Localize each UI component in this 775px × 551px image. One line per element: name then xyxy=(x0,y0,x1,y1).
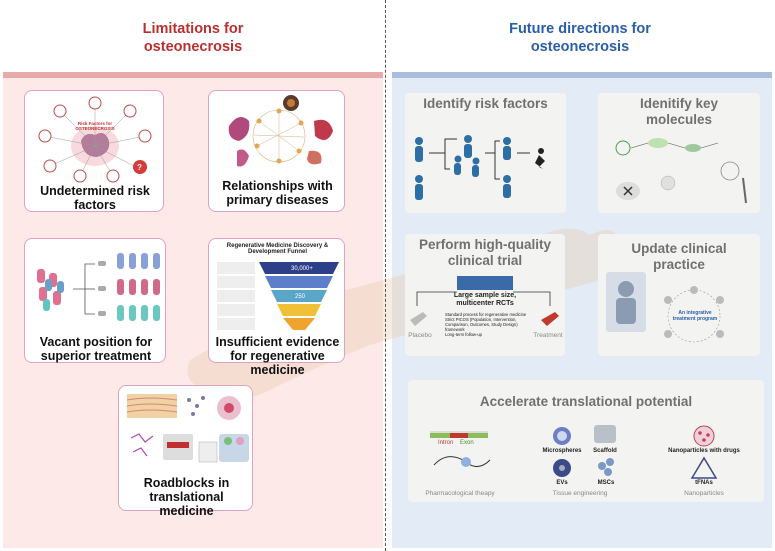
card-identify-risk: Identify risk factors xyxy=(405,93,566,213)
nano-caption: Nanoparticles xyxy=(684,490,724,497)
card-title: Insufficient evidence for regenerative m… xyxy=(215,335,340,377)
card-accelerate: Accelerate translational potential Intro… xyxy=(408,380,764,502)
card-clinical-trial: Perform high-quality clinical trial Larg… xyxy=(405,234,565,356)
development-funnel: 30,000+ 250 xyxy=(217,262,339,330)
card-title: Identify risk factors xyxy=(423,96,548,111)
card-title: Roadblocks in translational medicine xyxy=(143,476,230,518)
translational-illustration xyxy=(126,394,249,463)
placebo-label: Placebo xyxy=(408,332,432,339)
card-regenerative: Regenerative Medicine Discovery & Develo… xyxy=(208,238,345,377)
card-title: Vacant position for superior treatment xyxy=(39,335,153,363)
right-header: Future directions for osteonecrosis xyxy=(509,21,651,55)
risk-factors-illustration: ? xyxy=(38,96,152,183)
microspheres-label: Microspheres xyxy=(542,448,582,454)
right-band xyxy=(392,72,772,79)
funnel-level-1: 30,000+ xyxy=(291,266,313,272)
card-title: Perform high-quality clinical trial xyxy=(418,237,551,268)
svg-text:?: ? xyxy=(137,163,142,172)
trial-bullets: Standard process for regenerative medici… xyxy=(445,312,527,337)
evs-label: EVs xyxy=(556,480,568,486)
card-relationships: Relationships with primary diseases xyxy=(208,90,345,212)
trial-box-label: Large sample size, multicenter RCTs xyxy=(453,292,517,307)
card-title: Relationships with primary diseases xyxy=(222,179,333,207)
left-header: Limitations for osteonecrosis xyxy=(142,21,244,55)
molecules-illustration xyxy=(615,138,747,204)
patient-groups-illustration xyxy=(37,253,160,321)
center-divider xyxy=(385,0,386,551)
exon-label: Exon xyxy=(460,440,474,446)
pharm-caption: Pharmacological theapy xyxy=(425,490,495,497)
mscs-label: MSCs xyxy=(597,480,615,486)
clinical-practice-illustration xyxy=(606,272,724,343)
left-band xyxy=(3,72,383,79)
accelerate-illustration xyxy=(430,425,718,479)
card-roadblocks: Roadblocks in translational medicine xyxy=(118,385,253,518)
risk-center-label: Risk Factors for OSTEONECROSIS xyxy=(75,121,115,131)
funnel-level-3: 250 xyxy=(295,294,306,300)
intron-label: Intron xyxy=(438,440,454,446)
card-title: Idenitify key molecules xyxy=(639,96,719,127)
funnel-title: Regenerative Medicine Discovery & Develo… xyxy=(226,243,329,255)
card-title: Accelerate translational potential xyxy=(479,394,693,409)
trial-bullet-3: Long-term follow-up xyxy=(445,332,483,337)
trial-flow-illustration xyxy=(410,276,559,326)
tissue-caption: Tissue engineering xyxy=(552,490,608,497)
card-title: Undetermined risk factors xyxy=(40,184,150,212)
trial-bullet-1: Standard process for regenerative medici… xyxy=(445,312,527,317)
scaffold-label: Scaffold xyxy=(593,448,617,454)
card-vacant-position: Vacant position for superior treatment xyxy=(24,238,166,363)
card-update-practice: Update clinical practice An integrative … xyxy=(598,234,760,356)
nano-drugs-label: Nanoparticles with drugs xyxy=(668,448,740,454)
card-title: Update clinical practice xyxy=(631,241,727,272)
primary-diseases-illustration xyxy=(228,95,333,167)
risk-factor-people-illustration xyxy=(415,135,545,200)
trial-bullet-2: Strict PICOS (Population, Intervention, … xyxy=(445,317,518,332)
card-identify-molecules: Idenitify key molecules xyxy=(598,93,760,213)
update-center-label: An integrative treatment program xyxy=(672,310,718,322)
card-undetermined-risk: ? Risk Factors for OSTEONECROSIS Undeter… xyxy=(24,90,164,212)
tfnas-label: tFNAs xyxy=(695,480,713,486)
treatment-label: Treatment xyxy=(533,332,563,339)
